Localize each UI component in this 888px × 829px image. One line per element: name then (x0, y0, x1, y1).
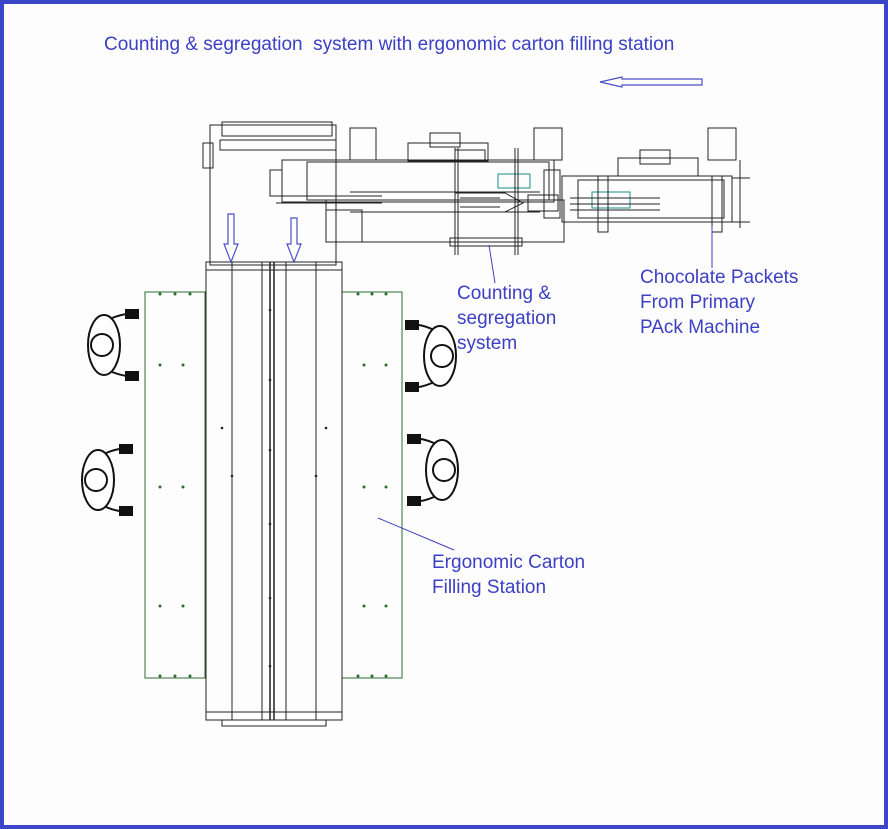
label-line: PAck Machine (640, 317, 761, 338)
label-line: system (457, 333, 518, 354)
label-line: segregation (457, 308, 557, 329)
operator-bottom-right-icon (407, 434, 459, 506)
label-line: From Primary (640, 292, 756, 313)
diagram-title: Counting & segregation system with ergon… (104, 34, 675, 55)
carton-filling-station (144, 261, 403, 727)
leader-ergonomic (377, 517, 455, 551)
operator-top-left-icon (87, 309, 139, 381)
label-line: Chocolate Packets (640, 267, 799, 288)
infeed-conveyor (561, 127, 750, 233)
flow-direction-arrow (599, 76, 703, 88)
operator-figures (81, 309, 459, 516)
counting-segregation-machine (202, 121, 565, 266)
operator-top-right-icon (405, 320, 457, 392)
label-line: Ergonomic Carton (432, 552, 586, 573)
infeed-arrows (223, 213, 302, 264)
leader-lines (377, 226, 713, 551)
label-line: Filling Station (432, 577, 547, 598)
operator-bottom-left-icon (81, 444, 133, 516)
label-line: Counting & (457, 283, 552, 304)
leader-counting (488, 244, 496, 284)
